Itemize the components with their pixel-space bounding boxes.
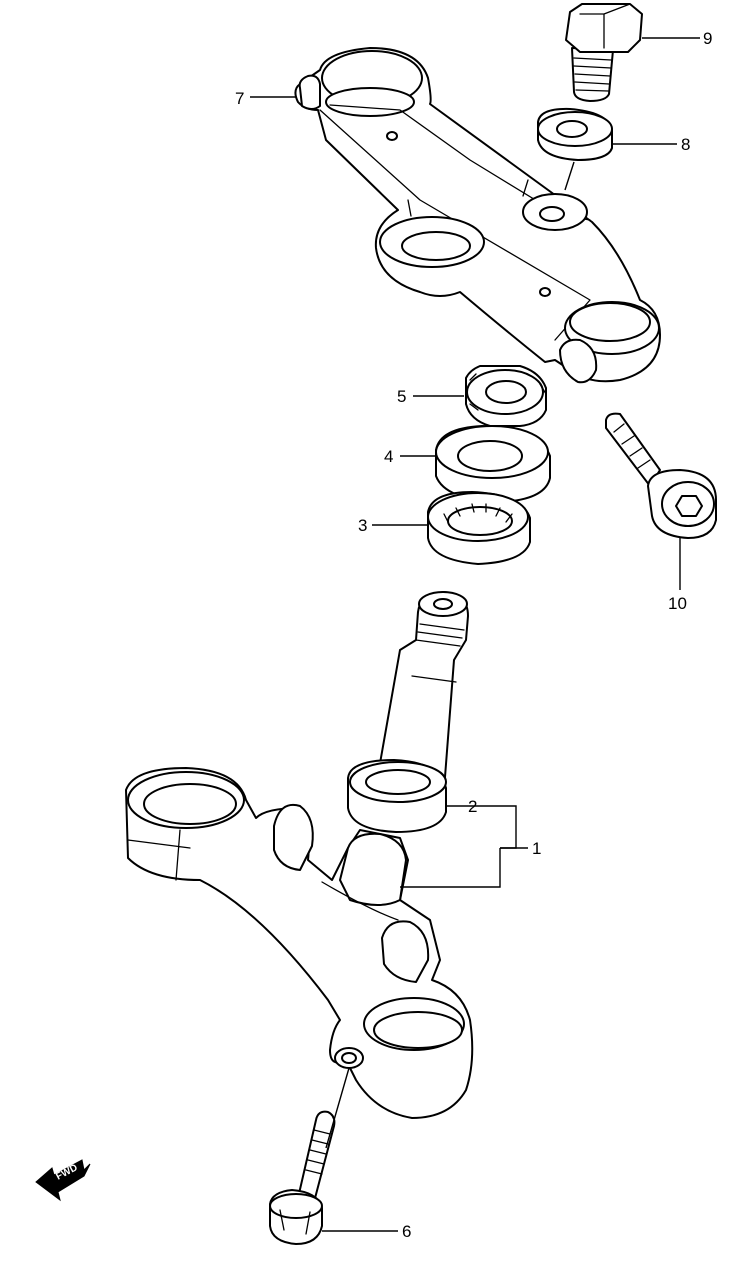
part-2-lower-bearing xyxy=(347,759,447,833)
part-7-upper-bracket xyxy=(294,47,661,384)
callout-8: 8 xyxy=(681,135,690,154)
leader-lines xyxy=(250,37,700,1232)
part-1-steering-stem xyxy=(375,591,469,791)
callout-5: 5 xyxy=(397,387,406,406)
fwd-direction-arrow: FWD xyxy=(35,1159,91,1202)
part-5-stem-nut xyxy=(465,365,547,427)
callout-7: 7 xyxy=(235,89,244,108)
callout-9: 9 xyxy=(703,29,712,48)
callout-6: 6 xyxy=(402,1222,411,1241)
part-4-bearing-race xyxy=(435,425,551,503)
part-10-socket-bolt xyxy=(605,412,717,539)
callout-3: 3 xyxy=(358,516,367,535)
part-9-hex-bolt xyxy=(565,3,643,102)
callout-labels: 7 9 8 5 4 3 10 2 1 6 xyxy=(235,29,712,1241)
callout-4: 4 xyxy=(384,447,393,466)
callout-10: 10 xyxy=(668,594,687,613)
callout-1: 1 xyxy=(532,839,541,858)
callout-2: 2 xyxy=(468,797,477,816)
part-3-roller-bearing xyxy=(427,491,531,565)
part-1-lower-bracket xyxy=(125,767,474,1119)
part-6-flange-bolt xyxy=(269,1110,336,1245)
part-8-washer xyxy=(537,107,613,161)
